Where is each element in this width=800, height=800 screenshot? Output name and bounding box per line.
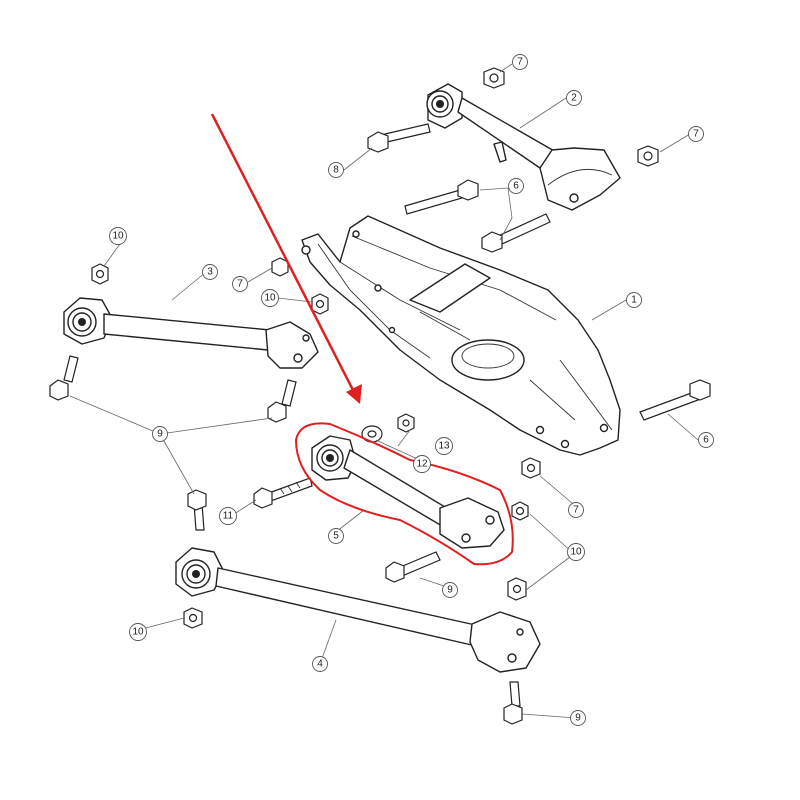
callout-7: 7 [688,126,704,142]
callout-circle [566,90,582,106]
callout-circle [698,432,714,448]
callout-circle [435,437,453,455]
callout-label: 5 [333,531,339,542]
callout-label: 10 [570,547,582,558]
callout-circle [413,455,431,473]
callout-10: 10 [261,289,279,307]
callout-label: 7 [517,57,523,68]
red-arrow [210,113,362,404]
part-2-upper-control-arm [426,83,621,211]
callout-circle [202,264,218,280]
bolt-9-left [49,355,79,401]
nut-10-right [511,501,529,521]
bolt-9-mid [267,379,297,423]
callout-label: 11 [223,511,234,522]
callout-circle [328,162,344,178]
callout-6: 6 [698,432,714,448]
callout-label: 7 [237,279,243,290]
callout-7: 7 [232,276,248,292]
callout-7: 7 [568,502,584,518]
callout-label: 10 [112,231,124,242]
callout-9: 9 [152,426,168,442]
bolt-6-upper-b [481,213,551,253]
callout-label: 7 [693,129,699,140]
callout-label: 9 [447,585,453,596]
callout-circle [512,54,528,70]
callout-3: 3 [202,264,218,280]
nut-10-lower [183,607,203,629]
callout-label: 13 [438,441,450,452]
callout-label: 6 [513,181,519,192]
callout-9: 9 [570,710,586,726]
callout-label: 6 [703,435,709,446]
callout-circle [129,623,147,641]
callout-2: 2 [566,90,582,106]
callout-circle [328,528,344,544]
callout-circle [232,276,248,292]
part-1-lower-arm [301,215,621,456]
bolt-8 [367,123,431,153]
callout-label: 12 [416,459,428,470]
callout-label: 9 [575,713,581,724]
bolt-6-right [639,379,711,421]
callout-circle [442,582,458,598]
nut-10-mid [311,293,329,315]
washer-12 [361,425,383,443]
callout-circle [508,178,524,194]
callout-10: 10 [129,623,147,641]
callout-10: 10 [109,227,127,245]
callout-7: 7 [512,54,528,70]
callout-8: 8 [328,162,344,178]
part-5-link [311,435,505,549]
callout-1: 1 [626,292,642,308]
callout-circle [626,292,642,308]
red-highlight-outline [294,422,514,566]
callout-label: 7 [573,505,579,516]
nut-7-right [637,145,659,167]
callout-6: 6 [508,178,524,194]
bolt-9-lower-mid [385,551,441,583]
callout-label: 1 [631,295,637,306]
callout-circle [261,289,279,307]
callout-circle [109,227,127,245]
callout-label: 8 [333,165,339,176]
callout-label: 10 [132,627,144,638]
callout-5: 5 [328,528,344,544]
nut-7-top [483,67,505,89]
bolt-9-lower-left [187,489,207,531]
part-4-lower-arm [175,547,541,673]
nut-7-mid-right [521,457,541,479]
callout-circle [219,507,237,525]
callout-label: 3 [207,267,213,278]
bolt-11 [253,477,313,509]
callout-circle [568,502,584,518]
callout-label: 10 [264,293,276,304]
callout-11: 11 [219,507,237,525]
callout-9: 9 [442,582,458,598]
callout-13: 13 [435,437,453,455]
callout-circle [567,543,585,561]
callout-10: 10 [567,543,585,561]
leader-lines [69,63,699,719]
callout-circle [312,656,328,672]
nut-13 [397,413,415,433]
callout-circle [688,126,704,142]
callout-circle [152,426,168,442]
callout-label: 4 [317,659,323,670]
bolt-6-upper-a [404,179,479,215]
callout-label: 9 [157,429,163,440]
part-3-arm [63,297,319,369]
nut-7-left [271,257,289,277]
nut-10-top-left [91,263,109,285]
callout-4: 4 [312,656,328,672]
bolt-9-bottom [503,681,523,725]
callout-label: 2 [571,93,577,104]
callout-circle [570,710,586,726]
nut-10-lower-right [507,577,527,601]
callout-12: 12 [413,455,431,473]
